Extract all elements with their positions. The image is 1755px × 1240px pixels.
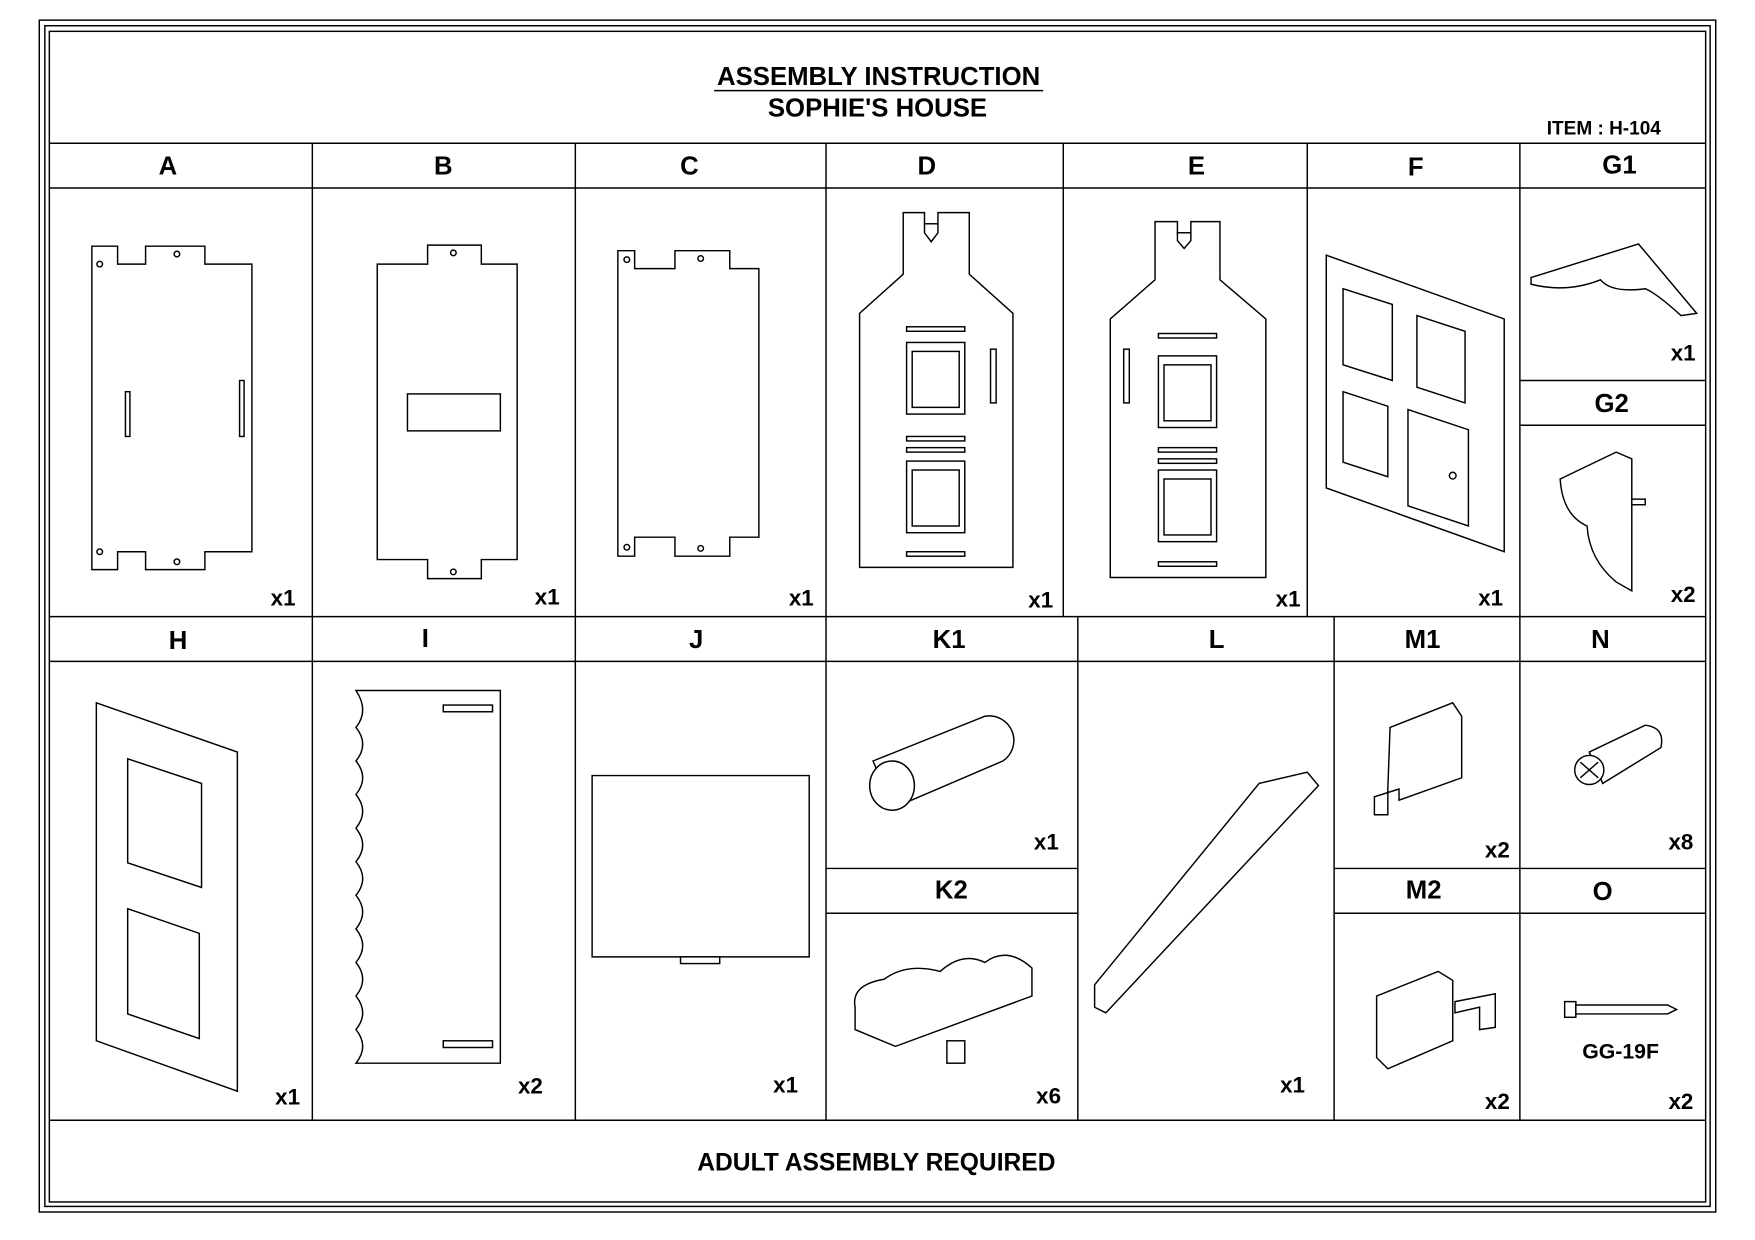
item-number: ITEM : H-104: [1547, 118, 1662, 139]
part-qty-k1: x1: [1034, 829, 1059, 854]
part-label-g2: G2: [1594, 390, 1628, 418]
part-label-i: I: [422, 625, 429, 653]
screw-code: GG-19F: [1582, 1040, 1659, 1064]
part-label-o: O: [1593, 878, 1613, 906]
part-qty-o: x2: [1668, 1089, 1693, 1114]
part-o-screw-drawing: [1563, 1000, 1679, 1019]
part-label-h: H: [169, 627, 188, 655]
part-qty-e: x1: [1276, 587, 1301, 612]
part-i-drawing: [354, 689, 502, 1064]
part-qty-d: x1: [1028, 588, 1053, 613]
part-b-drawing: [376, 244, 518, 580]
part-l-drawing: [1093, 771, 1320, 1014]
part-label-m1: M1: [1405, 626, 1441, 654]
part-j-drawing: [591, 774, 810, 965]
part-label-c: C: [680, 153, 699, 181]
part-label-n: N: [1591, 626, 1610, 654]
part-label-l: L: [1209, 626, 1225, 654]
part-label-d: D: [917, 153, 936, 181]
part-label-f: F: [1408, 154, 1424, 182]
part-g2-drawing: [1559, 451, 1646, 593]
part-qty-m2: x2: [1485, 1089, 1510, 1114]
part-label-k1: K1: [933, 626, 966, 654]
part-qty-g1: x1: [1671, 340, 1696, 365]
part-label-m2: M2: [1406, 877, 1442, 905]
part-label-g1: G1: [1602, 151, 1636, 179]
part-qty-a: x1: [271, 585, 296, 610]
part-qty-h: x1: [275, 1085, 300, 1110]
part-a-drawing: [91, 245, 253, 571]
part-qty-c: x1: [789, 585, 814, 610]
part-e-drawing: [1109, 220, 1267, 579]
part-label-a: A: [159, 153, 178, 181]
part-qty-m1: x2: [1485, 837, 1510, 862]
part-qty-f: x1: [1478, 585, 1503, 610]
part-qty-n: x8: [1668, 829, 1693, 854]
part-f-drawing: [1325, 254, 1505, 553]
part-label-j: J: [689, 626, 703, 654]
part-qty-l: x1: [1280, 1072, 1305, 1097]
part-k1-drawing: [868, 715, 1015, 811]
part-n-screw-drawing: [1573, 724, 1663, 786]
sheet-title: ASSEMBLY INSTRUCTION: [717, 63, 1040, 91]
part-k2-drawing: [853, 954, 1033, 1064]
part-g1-drawing: [1530, 243, 1699, 317]
part-h-drawing: [95, 701, 239, 1093]
product-name: SOPHIE'S HOUSE: [768, 94, 987, 122]
part-m1-drawing: [1373, 701, 1463, 816]
part-label-e: E: [1188, 153, 1205, 181]
part-c-drawing: [617, 249, 760, 557]
part-qty-j: x1: [773, 1072, 798, 1097]
part-qty-g2: x2: [1671, 582, 1696, 607]
part-qty-i: x2: [518, 1073, 543, 1098]
parts-grid: [49, 142, 1706, 1121]
part-qty-k2: x6: [1036, 1083, 1061, 1108]
part-label-b: B: [434, 153, 453, 181]
footer-notice: ADULT ASSEMBLY REQUIRED: [697, 1150, 1055, 1177]
part-label-k2: K2: [935, 877, 968, 905]
part-qty-b: x1: [535, 584, 560, 609]
part-d-drawing: [858, 211, 1014, 569]
part-m2-drawing: [1375, 970, 1496, 1070]
